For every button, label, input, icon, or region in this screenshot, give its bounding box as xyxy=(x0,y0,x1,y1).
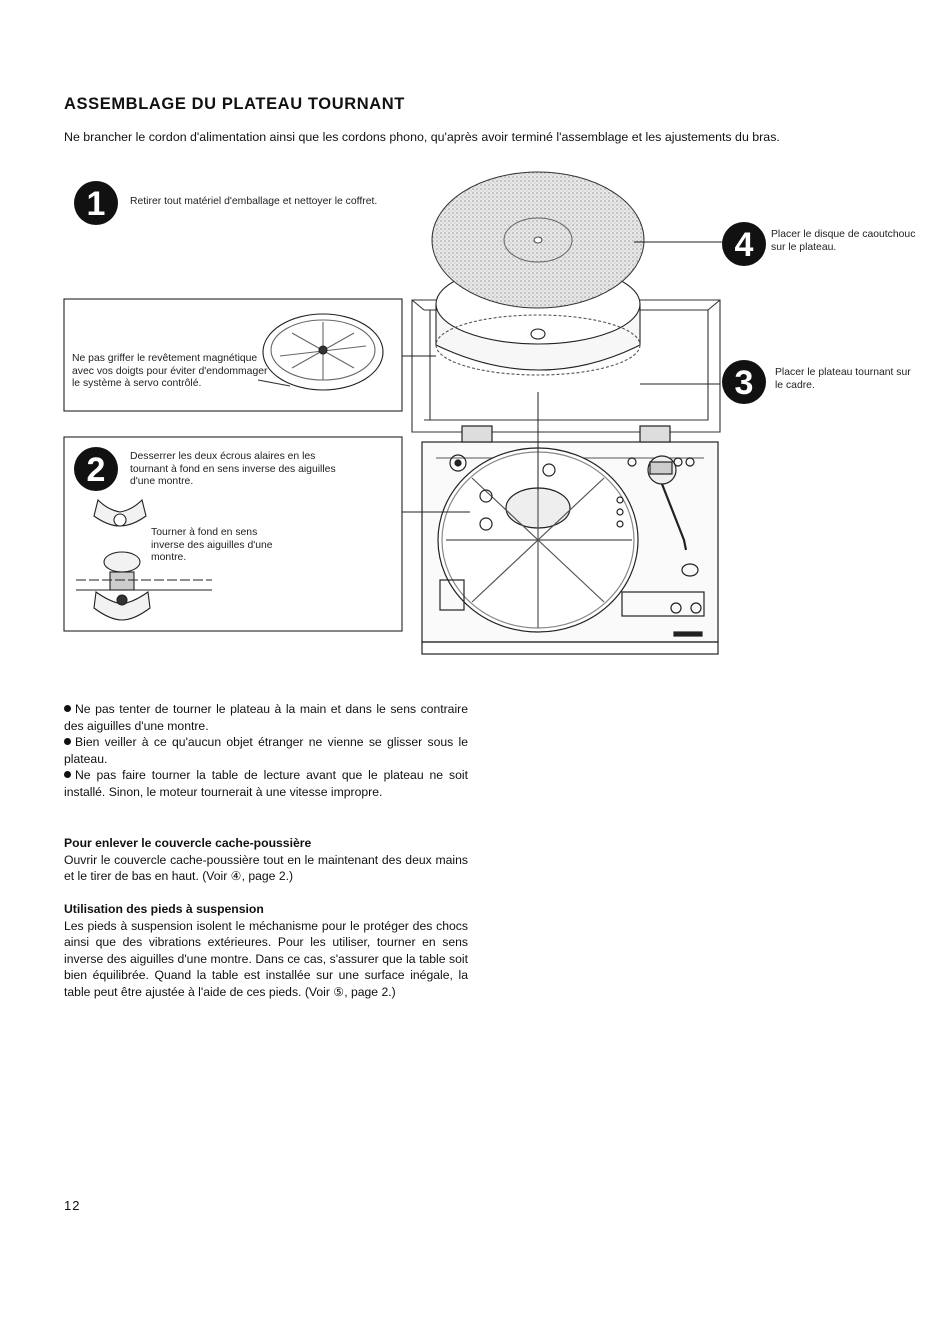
intro-warning: Ne brancher le cordon d'alimentation ain… xyxy=(64,130,780,144)
note-text: Bien veiller à ce qu'aucun objet étrange… xyxy=(64,735,468,766)
notes-list: Ne pas tenter de tourner le plateau à la… xyxy=(64,701,468,801)
step-4-badge: 4 xyxy=(722,222,766,266)
section-heading: Pour enlever le couvercle cache-poussièr… xyxy=(64,836,312,850)
step-1-text: Retirer tout matériel d'emballage et net… xyxy=(130,196,378,207)
note-item: Ne pas tenter de tourner le plateau à la… xyxy=(64,701,468,734)
page-title: ASSEMBLAGE DU PLATEAU TOURNANT xyxy=(64,95,405,113)
step-1-badge: 1 xyxy=(74,181,118,225)
step-2-text: Desserrer les deux écrous alaires en les… xyxy=(130,451,336,488)
step-2-badge: 2 xyxy=(74,447,118,491)
section-body: Ouvrir le couvercle cache-poussière tout… xyxy=(64,852,468,884)
note-item: Bien veiller à ce qu'aucun objet étrange… xyxy=(64,734,468,767)
step-3-text: Placer le plateau tournant sur le cadre. xyxy=(775,367,911,391)
note-text: Ne pas tenter de tourner le plateau à la… xyxy=(64,702,468,733)
step-2-box xyxy=(63,436,470,632)
page-number: 12 xyxy=(64,1198,81,1213)
step-4-text: Placer le disque de caoutchouc sur le pl… xyxy=(771,229,916,253)
rubber-mat xyxy=(431,171,645,309)
bullet-icon xyxy=(64,738,71,746)
bullet-icon xyxy=(64,771,71,779)
step-3-badge: 3 xyxy=(722,360,766,404)
warning-callout-text: Ne pas griffer le revêtement magnétique … xyxy=(72,353,268,390)
turntable-base xyxy=(421,425,719,655)
note-item: Ne pas faire tourner la table de lecture… xyxy=(64,767,468,800)
warning-callout-box xyxy=(63,298,436,412)
wingnut-callout-text: Tourner à fond en sens inverse des aigui… xyxy=(151,527,273,564)
section-body: Les pieds à suspension isolent le méchan… xyxy=(64,918,468,999)
assembly-illustration xyxy=(63,171,722,655)
bullet-icon xyxy=(64,705,71,712)
section-heading: Utilisation des pieds à suspension xyxy=(64,902,264,916)
note-text: Ne pas faire tourner la table de lecture… xyxy=(64,768,468,799)
dust-cover-section: Pour enlever le couvercle cache-poussièr… xyxy=(64,835,468,885)
suspension-feet-section: Utilisation des pieds à suspension Les p… xyxy=(64,901,468,1001)
